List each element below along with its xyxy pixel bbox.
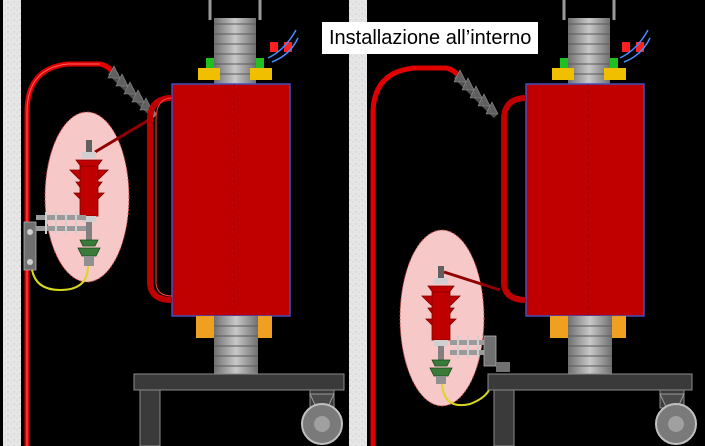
trolley-left	[133, 373, 345, 446]
wheel-icon	[301, 403, 343, 445]
ground-wire-right	[441, 383, 491, 406]
right-panel	[349, 0, 697, 446]
transformer-right	[501, 0, 651, 374]
wall-right	[349, 0, 367, 446]
left-panel	[3, 0, 345, 446]
cable-termination-icon-right	[453, 69, 499, 119]
transformer-left	[147, 0, 299, 374]
wall-left	[3, 0, 21, 446]
cable-right	[370, 65, 464, 446]
cable-termination-icon	[107, 65, 156, 118]
surge-arrester-icon	[69, 140, 109, 266]
caption-label: Installazione all’interno	[322, 22, 538, 54]
ground-wire-left	[31, 265, 89, 292]
wall-bracket-left	[23, 212, 86, 271]
trolley-bracket-right	[450, 335, 510, 372]
wheel-icon-right	[655, 403, 697, 445]
surge-arrester-icon-right	[421, 266, 461, 384]
